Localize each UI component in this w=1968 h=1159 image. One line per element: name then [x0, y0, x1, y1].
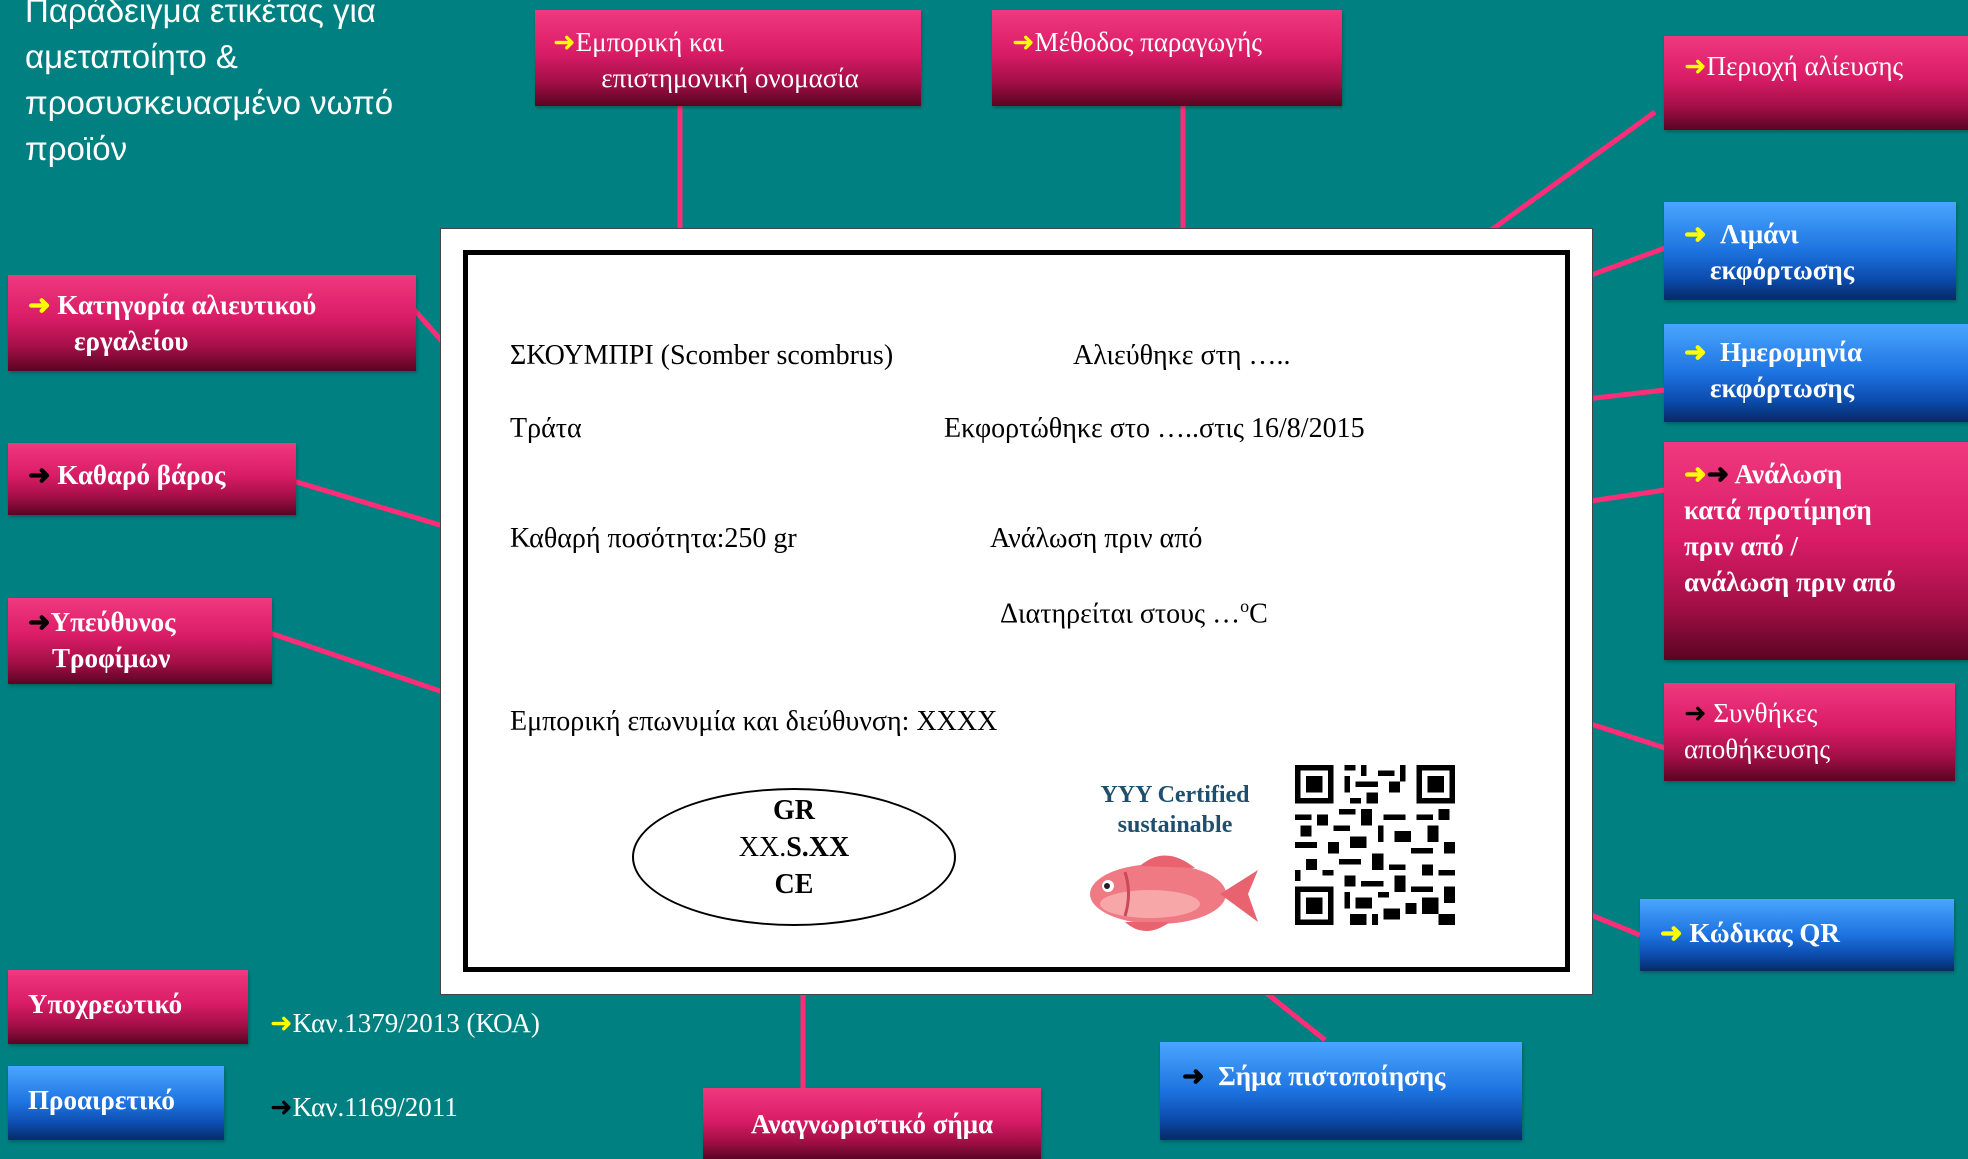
tag-identification-mark: Αναγνωριστικό σήμα: [703, 1088, 1041, 1159]
tag-catch-area: ➜Περιοχή αλίευσης: [1664, 36, 1968, 130]
tag-landing-date: ➜ Ημερομηνία εκφόρτωσης: [1664, 324, 1968, 422]
label-border: [463, 250, 1570, 972]
tag-storage: ➜ Συνθήκες αποθήκευσης: [1664, 683, 1955, 781]
label-species: ΣΚΟΥΜΠΡΙ (Scomber scombrus): [510, 340, 894, 371]
label-gear: Τράτα: [510, 413, 582, 444]
tag-certification-mark: ➜ Σήμα πιστοποίησης: [1160, 1042, 1522, 1140]
identification-oval: GR XX.S.XX CE: [632, 788, 956, 926]
tag-net-weight: ➜ Καθαρό βάρος: [8, 443, 296, 515]
tag-landing-port: ➜ Λιμάνι εκφόρτωσης: [1664, 202, 1956, 300]
oval-number: XX.S.XX: [738, 832, 850, 863]
legend-mandatory-swatch: Υποχρεωτικό: [8, 970, 248, 1044]
page-title: Παράδειγμα ετικέτας για αμεταποίητο & πρ…: [25, 0, 394, 167]
qr-code-icon: [1295, 765, 1455, 925]
label-caught-in: Αλιεύθηκε στη …..: [1073, 340, 1291, 371]
tag-qr-code: ➜ Κώδικας QR: [1640, 899, 1954, 971]
tag-best-before: ➜➜ Ανάλωση κατά προτίμηση πριν από / ανά…: [1664, 442, 1968, 660]
label-consume-before: Ανάλωση πριν από: [990, 523, 1203, 554]
tag-commercial-name: ➜Εμπορική και επιστημονική ονομασία: [535, 10, 921, 106]
certification-text: YYY Certified sustainable: [1100, 782, 1250, 838]
label-kept-at: Διατηρείται στους …oC: [1000, 596, 1268, 630]
tag-gear-category: ➜ Κατηγορία αλιευτικού εργαλείου: [8, 275, 416, 371]
fish-icon: [1090, 855, 1258, 931]
oval-country: GR: [773, 795, 815, 826]
oval-ce: CE: [774, 869, 814, 900]
label-landed: Εκφορτώθηκε στο …..στις 16/8/2015: [944, 413, 1365, 444]
tag-food-operator: ➜Υπεύθυνος Τροφίμων: [8, 598, 272, 684]
legend-optional-swatch: Προαιρετικό: [8, 1066, 224, 1140]
legend-mandatory-ref: ➜Καν.1379/2013 (ΚΟΑ): [270, 1008, 540, 1038]
label-net-quantity: Καθαρή ποσότητα:250 gr: [510, 523, 797, 554]
legend-optional-ref: ➜Καν.1169/2011: [270, 1092, 458, 1122]
tag-production-method: ➜Μέθοδος παραγωγής: [992, 10, 1342, 106]
label-business: Εμπορική επωνυμία και διεύθυνση: XXXX: [510, 706, 998, 737]
